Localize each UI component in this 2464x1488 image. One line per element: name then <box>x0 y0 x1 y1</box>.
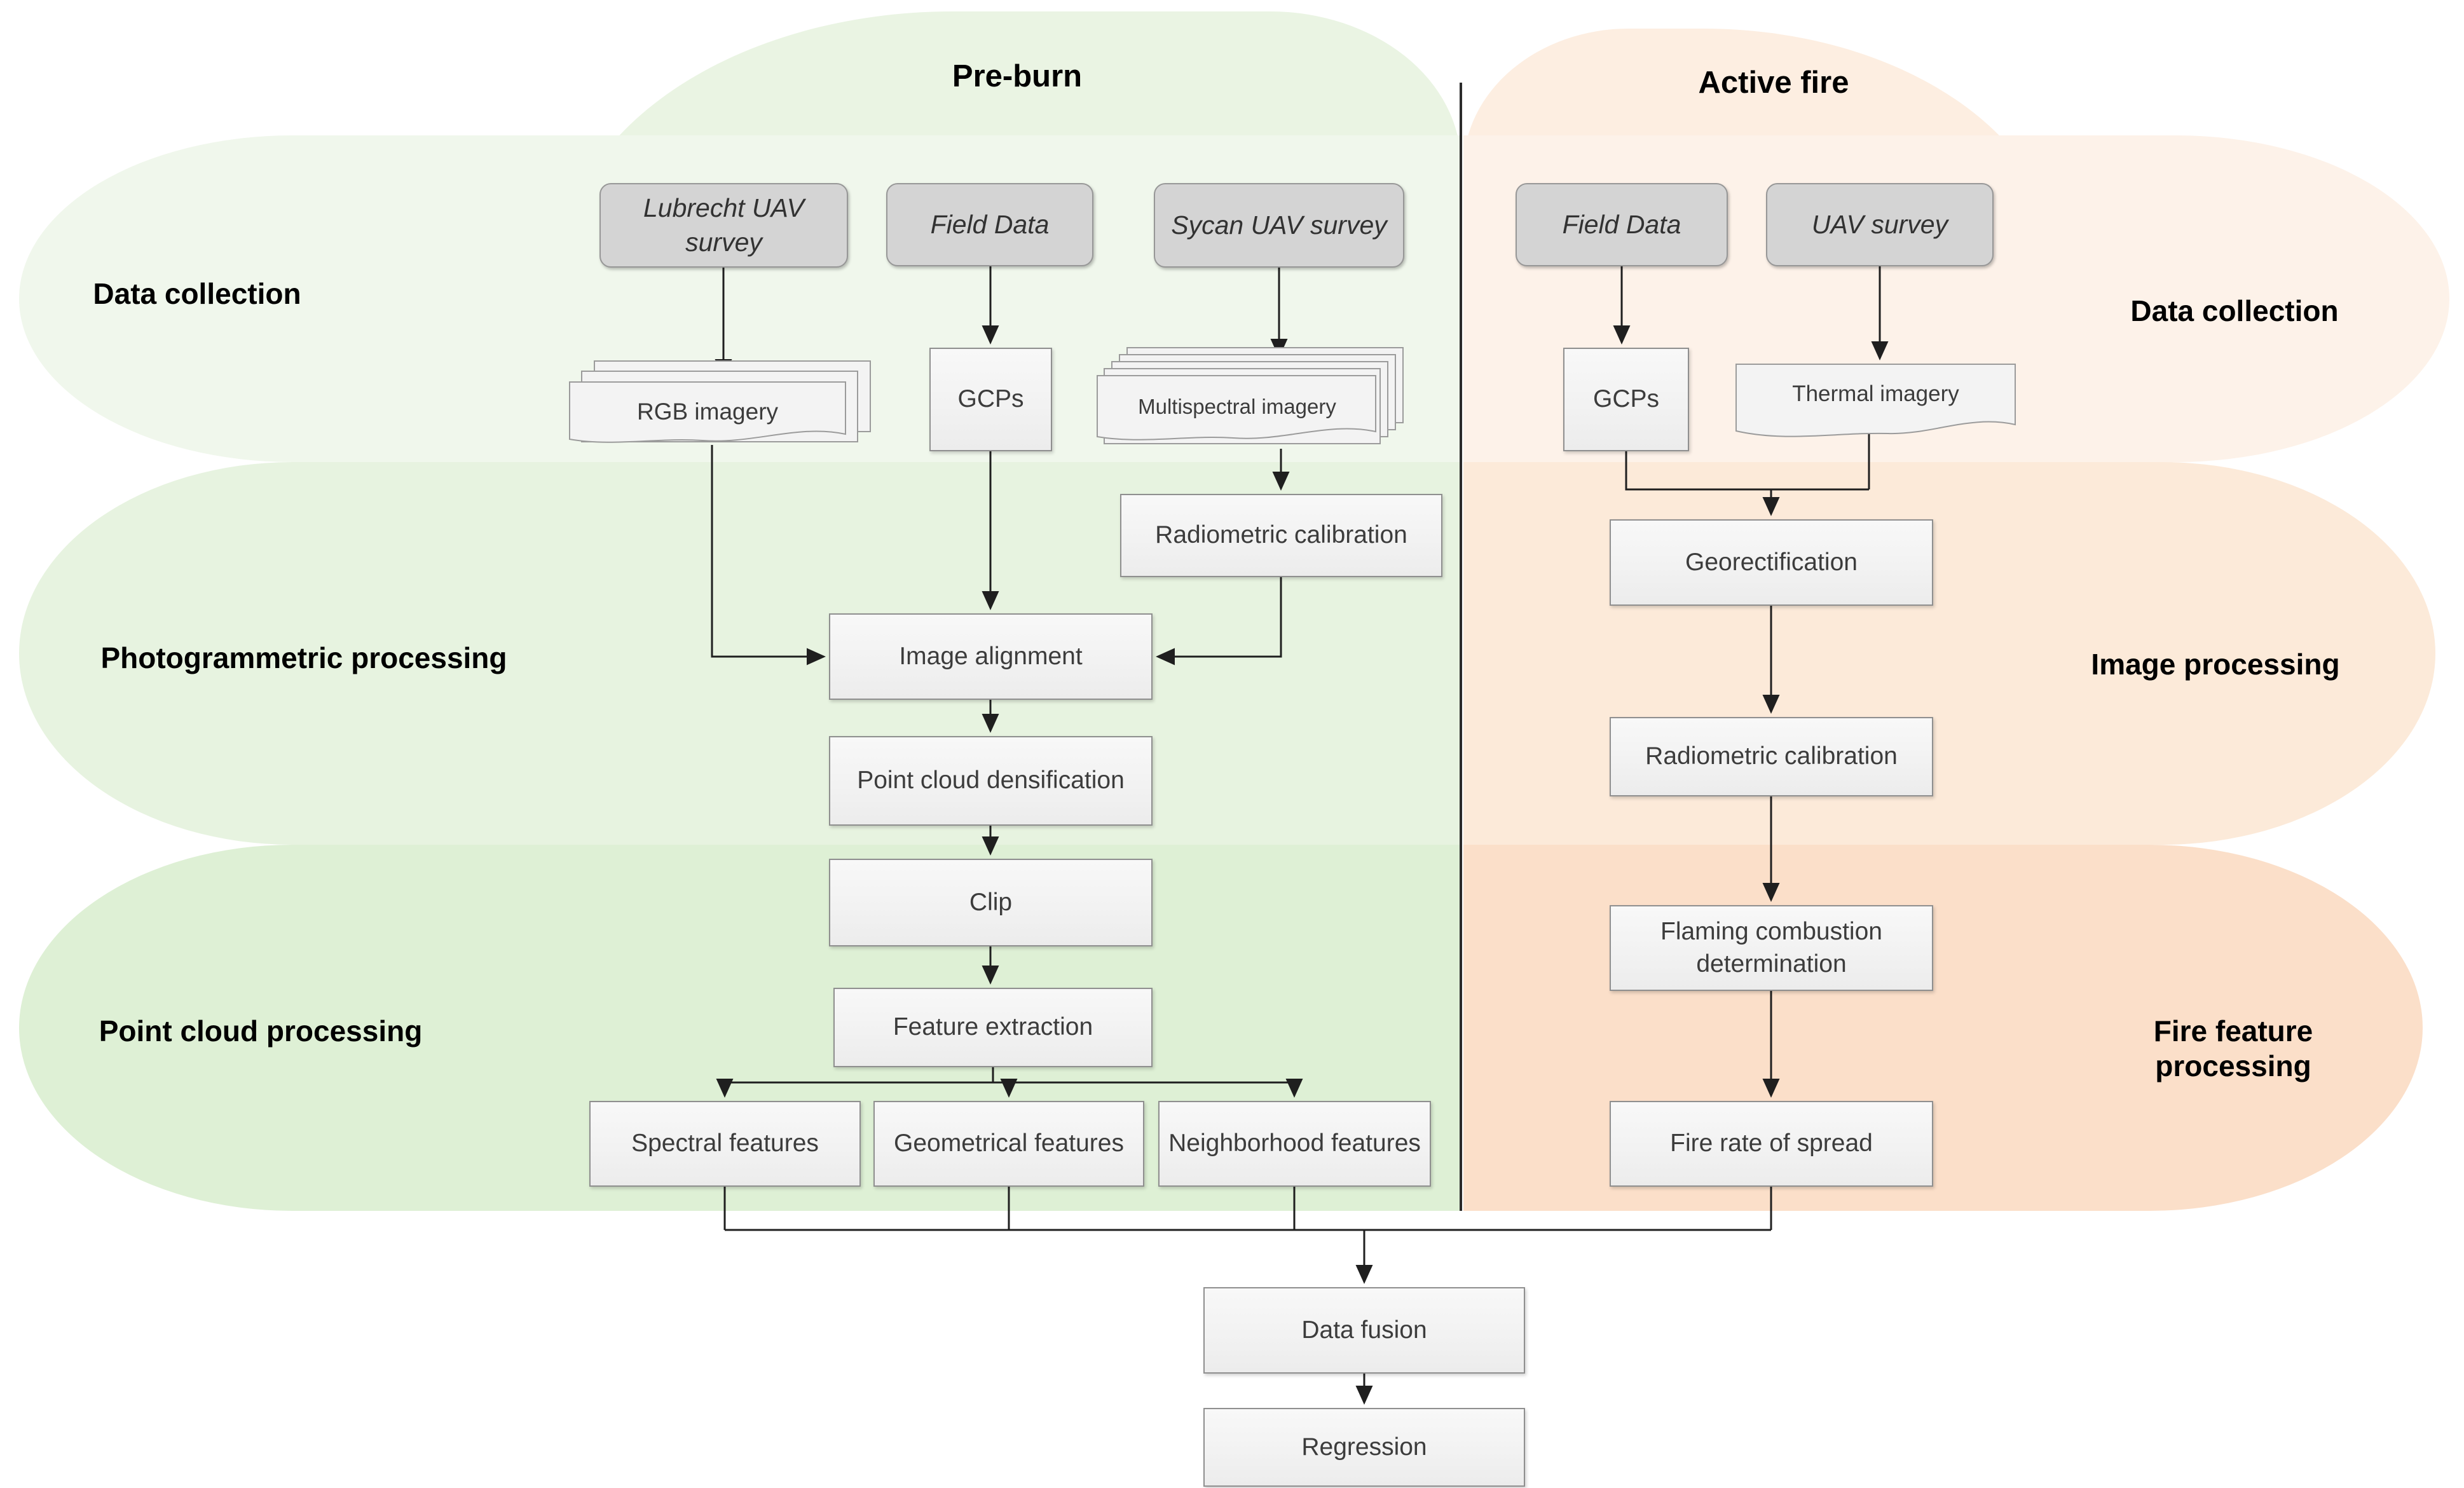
node-multispectral-imagery: Multispectral imagery <box>1097 347 1406 458</box>
stage-label-data-collection-right: Data collection <box>2130 294 2339 327</box>
stage-label-photogrammetric-processing: Photogrammetric processing <box>100 641 507 674</box>
node-lubrecht-uav-survey: Lubrecht UAV survey <box>599 183 848 268</box>
node-data-fusion: Data fusion <box>1203 1287 1525 1374</box>
node-sycan-uav-survey: Sycan UAV survey <box>1154 183 1404 268</box>
preburn-header: Pre-burn <box>952 59 1083 93</box>
section-divider-line <box>1460 83 1462 1211</box>
rgb-imagery-label: RGB imagery <box>636 399 779 425</box>
active-fire-header: Active fire <box>1698 65 1849 100</box>
node-spectral-features: Spectral features <box>589 1101 861 1187</box>
stage-label-data-collection-left: Data collection <box>93 277 301 310</box>
node-neighborhood-features: Neighborhood features <box>1158 1101 1431 1187</box>
node-gcps-preburn: GCPs <box>929 348 1052 451</box>
node-clip: Clip <box>829 859 1153 946</box>
node-rgb-imagery: RGB imagery <box>569 360 872 453</box>
node-point-cloud-densification: Point cloud densification <box>829 736 1153 826</box>
node-feature-extraction: Feature extraction <box>833 988 1153 1067</box>
node-field-data-fire: Field Data <box>1516 183 1728 266</box>
node-radiometric-calibration-preburn: Radiometric calibration <box>1120 494 1442 577</box>
stage-label-fire-feature-processing: Fire feature processing <box>2153 1014 2313 1083</box>
thermal-imagery-label: Thermal imagery <box>1792 381 1959 406</box>
node-uav-survey-fire: UAV survey <box>1766 183 1994 266</box>
node-image-alignment: Image alignment <box>829 613 1153 700</box>
node-fire-rate-of-spread: Fire rate of spread <box>1610 1101 1933 1187</box>
node-radiometric-calibration-fire: Radiometric calibration <box>1610 717 1933 796</box>
node-gcps-fire: GCPs <box>1563 348 1689 451</box>
multispectral-imagery-label: Multispectral imagery <box>1138 395 1336 418</box>
node-flaming-combustion-determination: Flaming combustion determination <box>1610 905 1933 991</box>
node-field-data-preburn: Field Data <box>886 183 1093 266</box>
stage-label-point-cloud-processing: Point cloud processing <box>99 1014 423 1048</box>
node-georectification: Georectification <box>1610 519 1933 606</box>
node-regression: Regression <box>1203 1408 1525 1487</box>
node-thermal-imagery: Thermal imagery <box>1735 364 2016 448</box>
node-geometrical-features: Geometrical features <box>873 1101 1144 1187</box>
stage-label-image-processing: Image processing <box>2091 648 2340 681</box>
